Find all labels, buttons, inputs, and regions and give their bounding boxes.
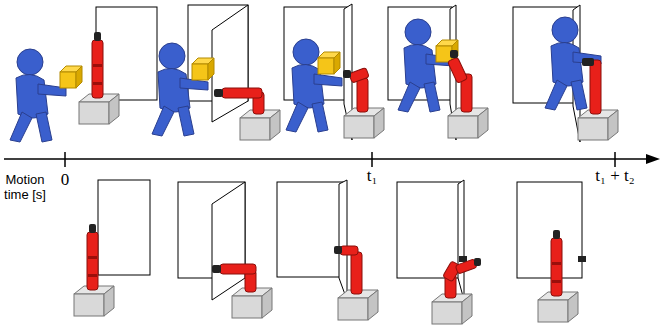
time-tick: t₁ + t₂ [595,166,634,186]
axis-title: Motion time [s] [0,172,50,202]
time-tick: 0 [61,170,70,190]
time-tick: t₁ [367,166,378,186]
